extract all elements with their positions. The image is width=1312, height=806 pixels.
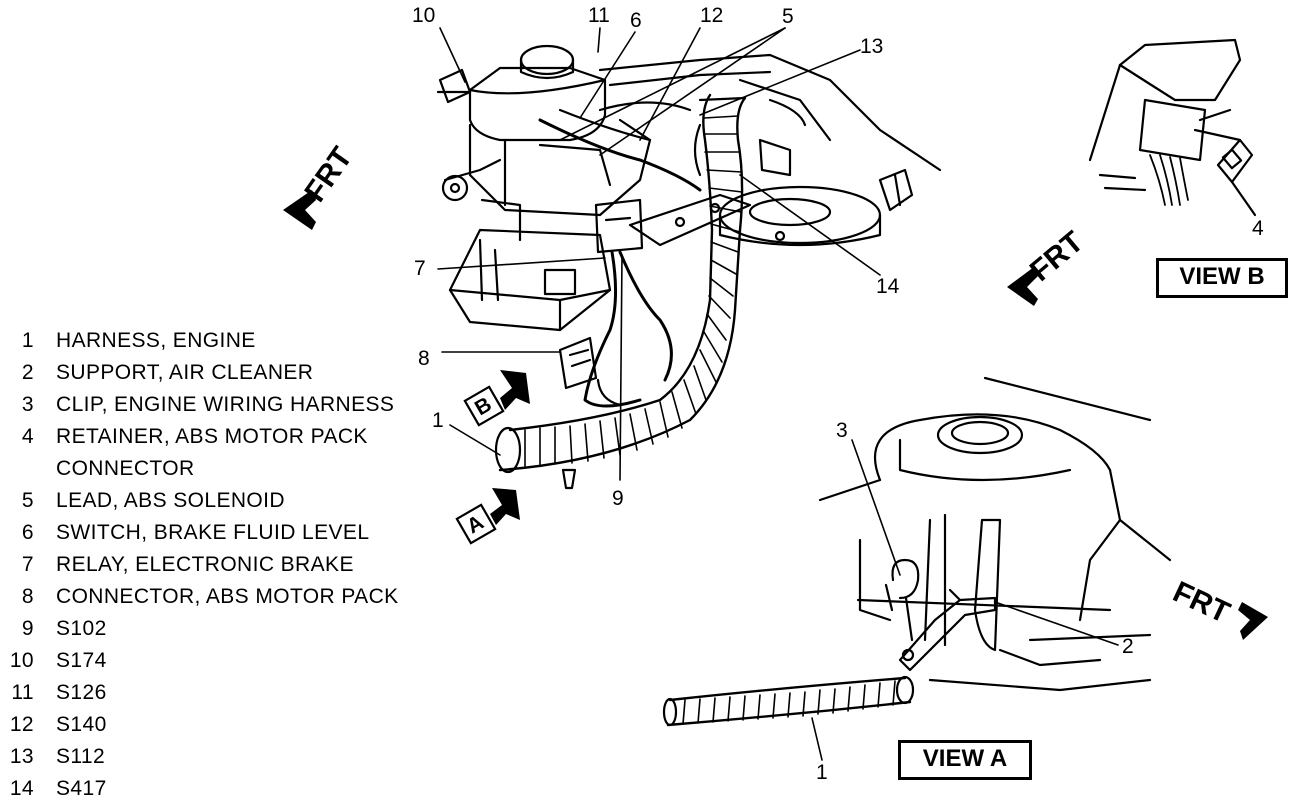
legend-item-number: 1 — [21, 329, 34, 352]
legend-item-number: 13 — [9, 745, 34, 768]
callout-14: 14 — [876, 275, 900, 298]
legend-item-text: HARNESS, ENGINE — [56, 329, 256, 352]
callout-1-view-a: 1 — [816, 761, 828, 784]
legend-item-text: S140 — [56, 713, 107, 736]
callout-5: 5 — [782, 5, 794, 28]
callout-4-view-b: 4 — [1252, 217, 1264, 240]
legend-item-number: 7 — [21, 553, 34, 576]
callout-10: 10 — [412, 4, 436, 27]
callout-2-view-a: 2 — [1122, 635, 1134, 658]
legend-item-number: 2 — [21, 361, 34, 384]
legend-item-text: S112 — [56, 745, 106, 768]
legend-item-text: LEAD, ABS SOLENOID — [56, 489, 285, 512]
legend-item-number: 10 — [9, 649, 34, 672]
callout-3-view-a: 3 — [836, 419, 848, 442]
legend-item-number: 12 — [9, 713, 34, 736]
legend-item-text: RELAY, ELECTRONIC BRAKE — [56, 553, 354, 576]
legend-item-text: SWITCH, BRAKE FLUID LEVEL — [56, 521, 370, 544]
callout-11: 11 — [588, 4, 610, 27]
legend-item-number: 8 — [21, 585, 34, 608]
legend-item-number: 11 — [11, 681, 34, 704]
legend-item-number: 5 — [21, 489, 34, 512]
leader-lines — [437, 27, 1119, 761]
legend-item-text: CONNECTOR, ABS MOTOR PACK — [56, 585, 399, 608]
legend-item-text: S102 — [56, 617, 107, 640]
legend-item-text: S126 — [56, 681, 107, 704]
view-marker-arrow-icon — [490, 370, 530, 525]
callout-6: 6 — [630, 9, 642, 32]
legend-item-text: S417 — [56, 777, 107, 800]
legend-item-number: 6 — [21, 521, 34, 544]
legend-item-number: 9 — [21, 617, 34, 640]
callout-12: 12 — [700, 4, 724, 27]
legend-item-text: RETAINER, ABS MOTOR PACK — [56, 425, 368, 448]
view-a-drawing — [662, 376, 1172, 727]
front-direction-arrow-icon — [283, 190, 1268, 640]
callout-8: 8 — [418, 347, 430, 370]
view-a-label: VIEW A — [898, 740, 1032, 780]
legend-item-text: S174 — [56, 649, 107, 672]
legend-item-text: CONNECTOR — [56, 457, 195, 480]
callout-7: 7 — [414, 257, 426, 280]
legend-item-number: 3 — [21, 393, 34, 416]
legend-item-number: 14 — [9, 777, 34, 800]
callout-1-main: 1 — [432, 409, 444, 432]
legend-item-number: 4 — [21, 425, 34, 448]
callout-9: 9 — [612, 487, 624, 510]
engine-assembly — [436, 44, 942, 490]
legend-item-text: SUPPORT, AIR CLEANER — [56, 361, 314, 384]
view-b-drawing — [1088, 38, 1257, 217]
legend-item-text: CLIP, ENGINE WIRING HARNESS — [56, 393, 395, 416]
view-b-label: VIEW B — [1156, 258, 1288, 298]
callout-13: 13 — [860, 35, 884, 58]
